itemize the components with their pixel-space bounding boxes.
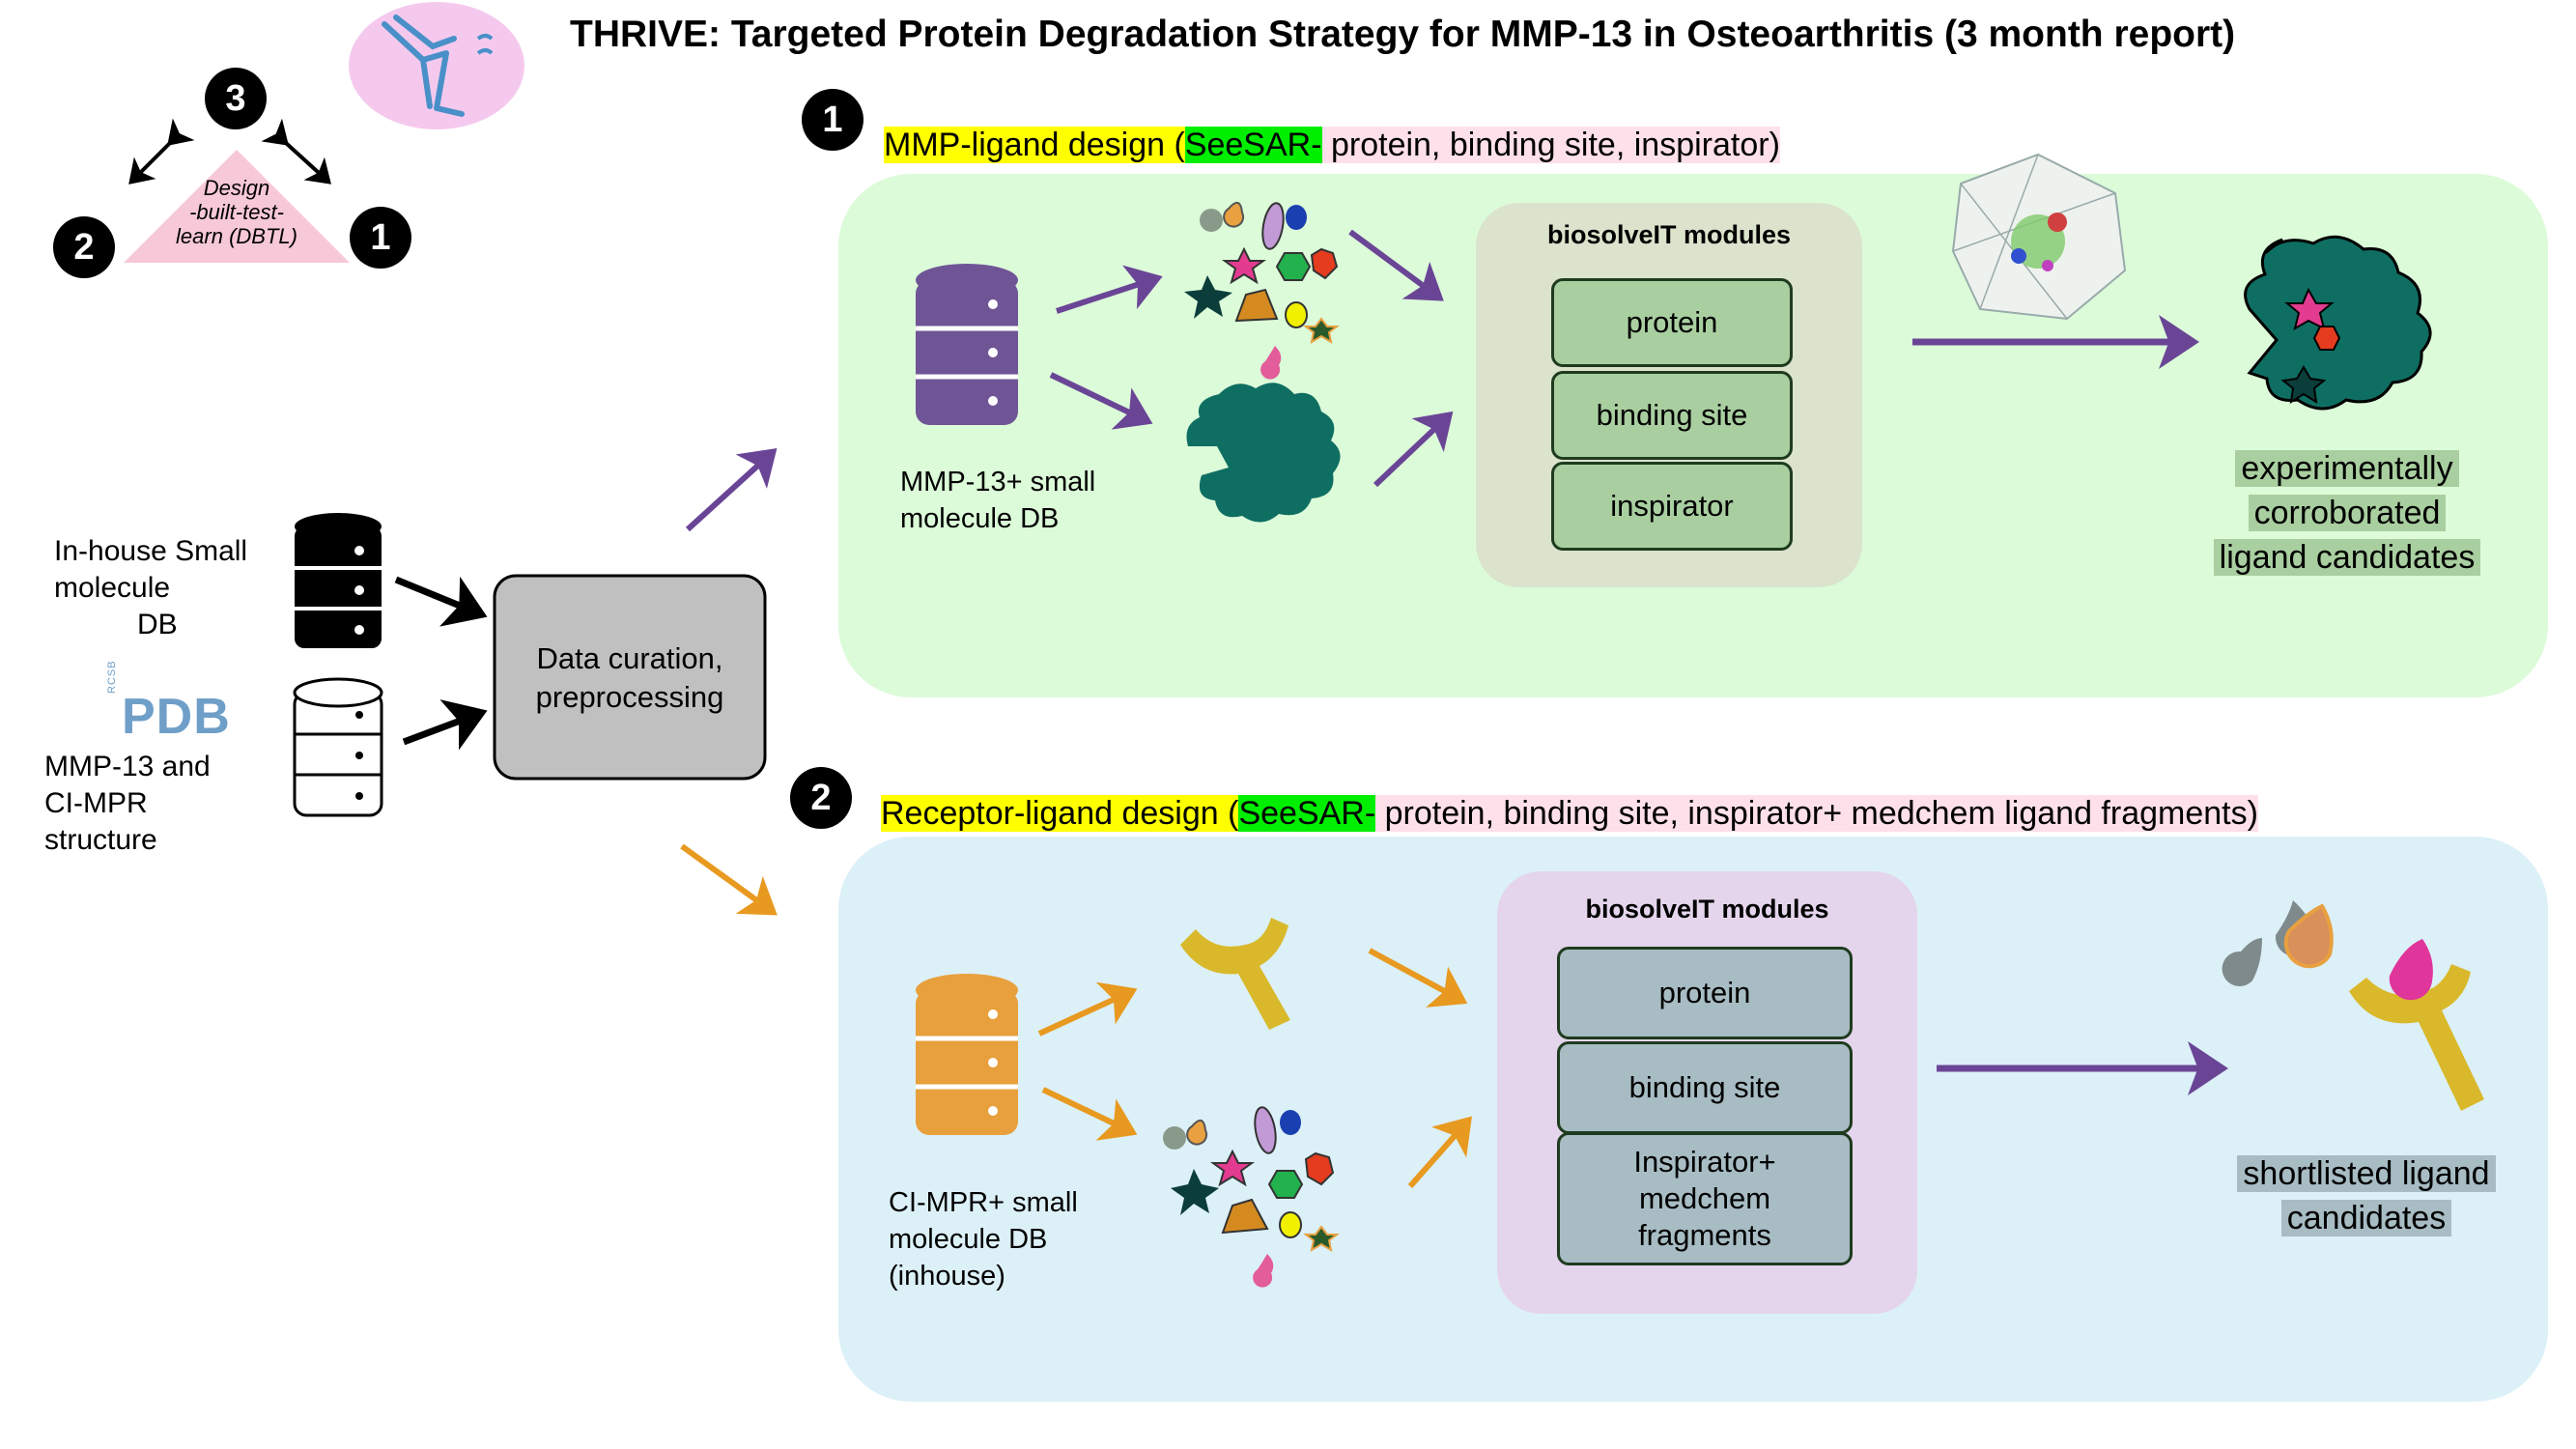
- modules1-title: biosolveIT modules: [1546, 220, 1792, 249]
- arrow-protein-to-modules1: [1373, 411, 1454, 488]
- dbtl-label-line: learn (DBTL): [176, 224, 297, 248]
- arrow-db1-to-ligands: [1056, 265, 1163, 314]
- arrow-db2-to-receptor: [1037, 981, 1138, 1037]
- module1-binding-site: binding site: [1551, 371, 1793, 460]
- inhouse-db-icon: [295, 513, 382, 648]
- curation-label-line: Data curation,: [536, 641, 723, 675]
- pdb-logo: PDB: [122, 689, 231, 745]
- mmp13-db-label-line: molecule DB: [900, 503, 1060, 534]
- track1-heading-detail: protein, binding site, inspirator): [1321, 127, 1780, 163]
- pdb-structure-label-line: structure: [44, 824, 157, 856]
- modules2-title: biosolveIT modules: [1585, 895, 1829, 923]
- arrow-db2-to-ligands: [1041, 1087, 1138, 1141]
- arrow-inhouse-to-curation: [394, 576, 488, 627]
- inhouse-db-label-line: DB: [137, 609, 178, 640]
- pdb-prefix: RCSB: [106, 660, 118, 694]
- track2-heading-tool: SeeSAR-: [1238, 795, 1376, 832]
- track2-heading-detail: protein, binding site, inspirator+ medch…: [1375, 795, 2258, 832]
- track2-heading: Receptor-ligand design (SeeSAR- protein,…: [881, 792, 2258, 835]
- cycle-arrow-3-2: [128, 118, 195, 185]
- module1-inspirator: inspirator: [1551, 462, 1793, 551]
- track2-result-line: candidates: [2280, 1200, 2452, 1236]
- track1-result-line: ligand candidates: [2213, 539, 2481, 576]
- curation-box: [493, 574, 767, 781]
- curation-label-line: preprocessing: [535, 680, 724, 714]
- track1-number: 1: [802, 89, 863, 151]
- track2-number: 2: [790, 767, 852, 829]
- track1-result: experimentally corroborated ligand candi…: [2183, 446, 2511, 580]
- cycle-node-2: 2: [53, 216, 115, 278]
- dbtl-triangle: [124, 150, 350, 263]
- inhouse-db-label-line: In-house Small: [54, 535, 248, 567]
- track1-heading: MMP-ligand design (SeeSAR- protein, bind…: [884, 124, 1780, 166]
- arrow-receptor-to-modules2: [1368, 948, 1468, 1008]
- page-title: THRIVE: Targeted Protein Degradation Str…: [570, 14, 2236, 55]
- knee-logo-icon: [349, 2, 524, 129]
- track1-heading-tool: SeeSAR-: [1184, 127, 1322, 163]
- pdb-structure-label: MMP-13 and CI-MPR structure: [44, 749, 211, 859]
- receptor-icon: [1180, 918, 1290, 1030]
- module2-binding-site: binding site: [1557, 1041, 1853, 1134]
- cycle-node-3: 3: [205, 68, 267, 129]
- dbtl-label-line: Design: [203, 176, 270, 200]
- inhouse-db-label-line: molecule: [54, 572, 171, 604]
- inhouse-db-label: In-house Small molecule DB: [54, 533, 247, 643]
- arrow-pdb-to-curation: [402, 699, 488, 751]
- mmp13-db-label-line: MMP-13+ small: [900, 467, 1096, 497]
- ligand-bound-protein-icon: [2244, 235, 2432, 411]
- track2-result: shortlisted ligand candidates: [2193, 1151, 2540, 1240]
- arrow-db1-to-protein: [1049, 372, 1153, 430]
- cimpr-db-label-line: CI-MPR+ small: [889, 1187, 1078, 1218]
- pdb-structure-label-line: CI-MPR: [44, 787, 148, 819]
- arrow-ligands-to-modules1: [1348, 229, 1444, 301]
- molecular-network-icon: [1951, 153, 2127, 321]
- module2-inspirator-fragments: Inspirator+ medchem fragments: [1557, 1132, 1853, 1265]
- arrow-to-track2: [680, 843, 778, 916]
- pdb-db-icon: [293, 677, 383, 817]
- track1-heading-prefix: MMP-ligand design (: [884, 127, 1185, 163]
- mmp13-db-icon: [916, 264, 1018, 425]
- mmp13-db-label: MMP-13+ small molecule DB: [900, 464, 1095, 537]
- curation-label: Data curation, preprocessing: [495, 639, 765, 717]
- module2-protein: protein: [1557, 947, 1853, 1039]
- mmp13-protein-icon: [1186, 383, 1341, 523]
- shortlisted-ligand-icon: [2222, 900, 2484, 1111]
- pdb-structure-label-line: MMP-13 and: [44, 751, 211, 782]
- track2-heading-prefix: Receptor-ligand design (: [881, 795, 1239, 832]
- cimpr-db-label-line: molecule DB: [889, 1224, 1048, 1255]
- cycle-node-1: 1: [350, 207, 411, 269]
- cimpr-db-label-line: (inhouse): [889, 1261, 1005, 1292]
- cimpr-db-label: CI-MPR+ small molecule DB (inhouse): [889, 1184, 1078, 1294]
- track1-result-line: corroborated: [2248, 495, 2447, 531]
- arrow-ligands-to-modules2: [1407, 1116, 1472, 1188]
- dbtl-label-line: -built-test-: [189, 200, 284, 224]
- cycle-arrow-3-1: [261, 118, 331, 185]
- arrow-to-track1: [685, 447, 778, 532]
- cimpr-db-icon: [916, 974, 1018, 1135]
- ligand-fragments-icon: [1184, 202, 1340, 380]
- ligand-fragments-2-icon: [1163, 1106, 1340, 1288]
- track1-result-line: experimentally: [2235, 450, 2459, 487]
- dbtl-label: Design -built-test- learn (DBTL): [162, 176, 311, 248]
- track2-result-line: shortlisted ligand: [2237, 1155, 2496, 1192]
- module1-protein: protein: [1551, 278, 1793, 367]
